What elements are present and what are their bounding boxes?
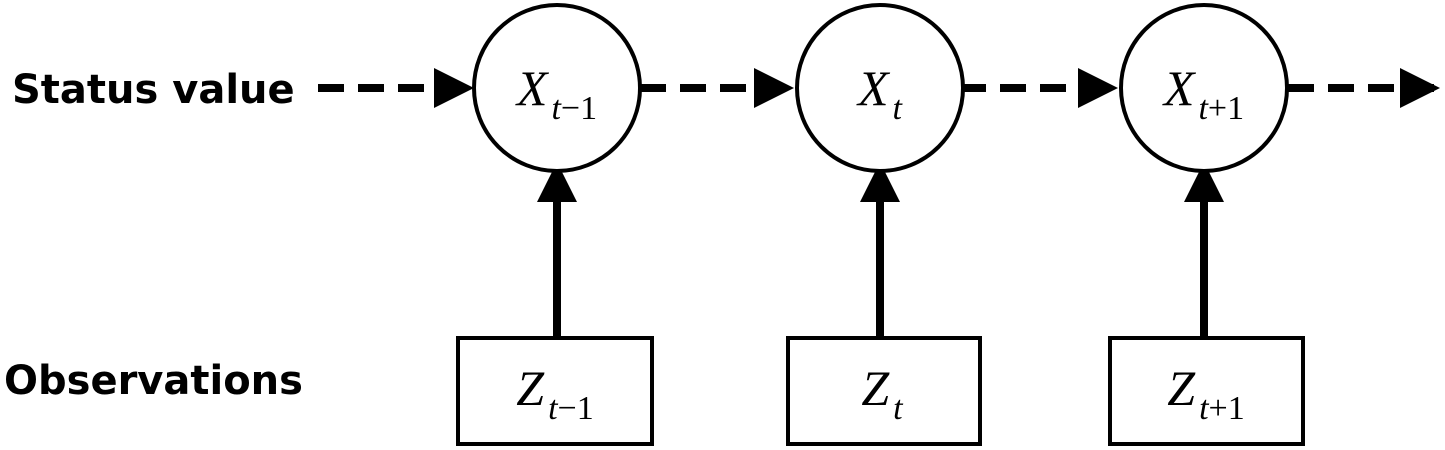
status-value-label: Status value (12, 67, 295, 113)
observations-label: Observations (4, 358, 303, 404)
